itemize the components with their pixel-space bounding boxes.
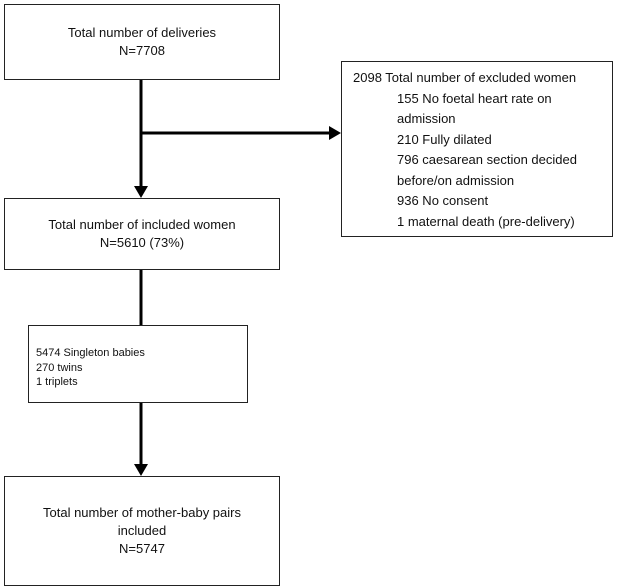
excluded-item-no-consent: 936 No consent — [342, 191, 612, 212]
pairs-title-line2: included — [117, 523, 167, 538]
total-deliveries-box: Total number of deliveries N=7708 — [4, 4, 280, 80]
arrowhead-to-included — [134, 186, 148, 198]
arrowhead-to-excluded — [329, 126, 341, 140]
excluded-item-no-foetal-heart-rate: 155 No foetal heart rate on admission — [342, 89, 612, 130]
excluded-item-maternal-death: 1 maternal death (pre-delivery) — [342, 212, 612, 233]
excluded-item-line: 210 Fully dilated — [397, 131, 492, 147]
excluded-item-caesarean-section: 796 caesarean section decided before/on … — [342, 150, 612, 191]
excluded-item-line: 1 maternal death (pre-delivery) — [397, 213, 575, 229]
excluded-women-box: 2098 Total number of excluded women 155 … — [341, 61, 613, 237]
excluded-title: 2098 Total number of excluded women — [353, 70, 577, 85]
excluded-item-line: 155 No foetal heart rate on — [397, 90, 552, 106]
included-women-box: Total number of included women N=5610 (7… — [4, 198, 280, 270]
mother-baby-pairs-box: Total number of mother-baby pairs includ… — [4, 476, 280, 586]
included-title: Total number of included women — [48, 217, 236, 232]
babies-box: 5474 Singleton babies 270 twins 1 triple… — [28, 325, 248, 403]
excluded-item-line: 936 No consent — [397, 193, 489, 208]
excluded-item-line: before/on admission — [397, 172, 515, 188]
pairs-title-line1: Total number of mother-baby pairs — [43, 505, 241, 520]
babies-triplets: 1 triplets — [36, 376, 78, 388]
deliveries-title: Total number of deliveries — [67, 25, 217, 40]
babies-twins: 270 twins — [36, 361, 83, 374]
deliveries-count: N=7708 — [119, 43, 165, 58]
babies-singleton: 5474 Singleton babies — [36, 347, 145, 359]
excluded-item-line: admission — [397, 111, 456, 126]
included-count: N=5610 (73%) — [99, 235, 185, 250]
excluded-item-line: 796 caesarean section decided — [397, 152, 577, 167]
pairs-count: N=5747 — [119, 541, 165, 556]
arrowhead-to-pairs — [134, 464, 148, 476]
excluded-item-fully-dilated: 210 Fully dilated — [342, 130, 612, 151]
